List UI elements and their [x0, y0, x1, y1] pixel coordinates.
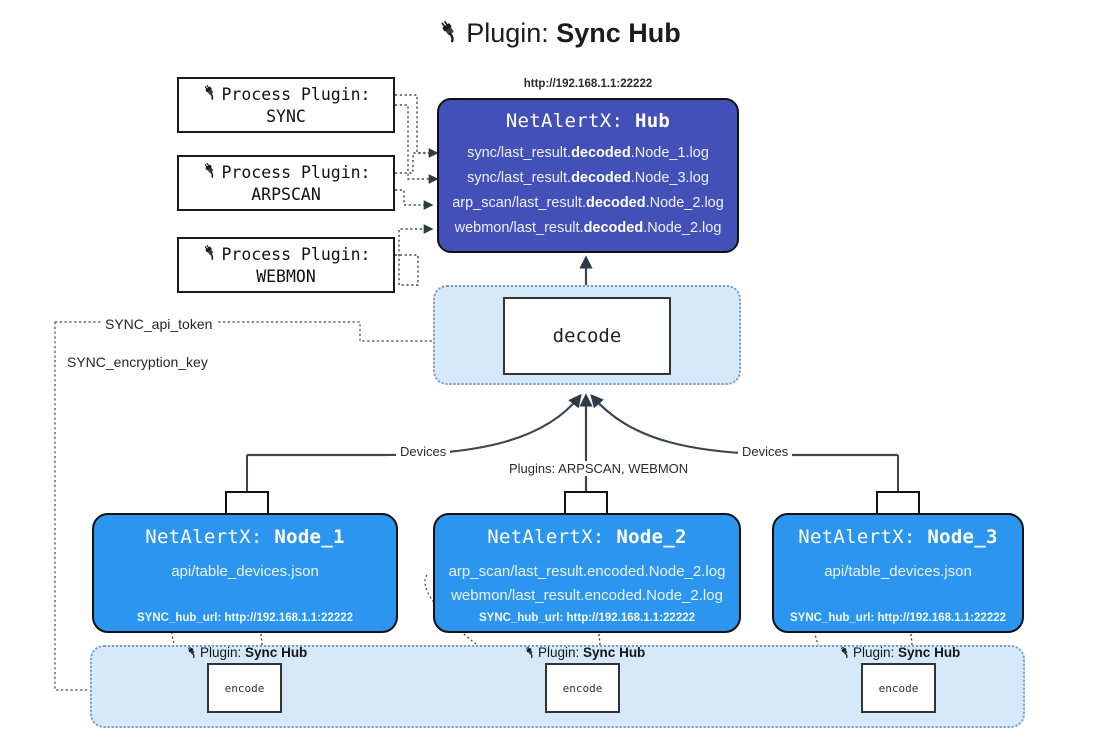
hub-log-line: webmon/last_result.decoded.Node_2.log — [455, 216, 722, 241]
node-title-name: Node_3 — [927, 526, 998, 548]
node-hub-url: SYNC_hub_url: http://192.168.1.1:22222 — [789, 612, 1007, 624]
process-plugin-name: WEBMON — [256, 266, 316, 286]
log-em: decoded — [585, 195, 646, 212]
log-pre: sync/last_result. — [467, 145, 572, 161]
sync-encryption-key-label: SYNC_encryption_key — [63, 354, 212, 370]
node-title: NetAlertX: Node_3 — [798, 526, 998, 548]
node-line: arp_scan/last_result.encoded.Node_2.log — [448, 563, 726, 580]
hub-title-prefix: NetAlertX: — [505, 110, 624, 132]
log-em: decoded — [571, 170, 631, 187]
encode-plugin-prefix: Plugin: — [538, 645, 580, 660]
title-prefix: Plugin: — [466, 18, 549, 48]
plug-icon — [838, 645, 852, 662]
process-plugin-name: ARPSCAN — [251, 184, 321, 204]
hub-title: NetAlertX: Hub — [506, 110, 670, 132]
log-pre: arp_scan/last_result. — [452, 195, 586, 212]
log-em: decoded — [583, 220, 644, 237]
process-plugin-label: Process Plugin: — [221, 244, 371, 264]
log-post: .Node_2.log — [645, 195, 724, 212]
node-lines: arp_scan/last_result.encoded.Node_2.log … — [449, 560, 726, 609]
log-pre: webmon/last_result. — [454, 220, 584, 237]
edge-label-devices-left: Devices — [396, 444, 451, 459]
encode-plugin-prefix: Plugin: — [853, 645, 895, 660]
encode-plugin-label: Plugin: Sync Hub — [185, 645, 307, 662]
hub-log-line: arp_scan/last_result.decoded.Node_2.log — [452, 191, 724, 216]
encode-plugin-prefix: Plugin: — [200, 645, 242, 660]
node-title-prefix: NetAlertX: — [145, 526, 263, 548]
encode-plugin-name: Sync Hub — [583, 645, 646, 660]
node-box-node-3[interactable]: NetAlertX: Node_3 api/table_devices.json… — [772, 513, 1024, 633]
log-post: .Node_1.log — [630, 145, 709, 161]
encode-plugin-label: Plugin: Sync Hub — [838, 645, 960, 662]
node-line: webmon/last_result.encoded.Node_2.log — [451, 587, 723, 605]
node-hub-url: SYNC_hub_url: http://192.168.1.1:22222 — [478, 612, 696, 624]
process-plugin-label: Process Plugin: — [221, 84, 371, 104]
node-title-prefix: NetAlertX: — [798, 526, 916, 548]
process-plugin-sync-box[interactable]: Process Plugin: SYNC — [177, 77, 395, 133]
node-lines: api/table_devices.json — [824, 560, 972, 584]
plug-icon — [185, 645, 199, 662]
plug-icon — [201, 83, 219, 106]
plug-icon — [201, 243, 219, 266]
plug-icon — [201, 161, 219, 184]
decode-box[interactable]: decode — [503, 297, 671, 375]
process-plugin-name: SYNC — [266, 106, 306, 126]
plug-icon — [436, 18, 462, 51]
log-em: decoded — [571, 145, 631, 161]
node-title-prefix: NetAlertX: — [487, 526, 605, 548]
node-title-name: Node_2 — [616, 526, 687, 548]
node-title: NetAlertX: Node_1 — [145, 526, 345, 548]
log-post: .Node_2.log — [643, 220, 722, 237]
node-box-node-2[interactable]: NetAlertX: Node_2 arp_scan/last_result.e… — [433, 513, 741, 633]
node-title: NetAlertX: Node_2 — [487, 526, 687, 548]
encode-box-node-2[interactable]: encode — [545, 663, 620, 713]
log-pre: sync/last_result. — [467, 170, 572, 187]
process-plugin-arpscan-box[interactable]: Process Plugin: ARPSCAN — [177, 155, 395, 211]
hub-log-line: sync/last_result.decoded.Node_1.log — [467, 141, 709, 166]
hub-title-name: Hub — [634, 110, 671, 132]
log-post: .Node_3.log — [630, 170, 709, 187]
node-box-node-1[interactable]: NetAlertX: Node_1 api/table_devices.json… — [92, 513, 398, 633]
hub-url-label: http://192.168.1.1:22222 — [523, 78, 653, 90]
edge-label-devices-right: Devices — [738, 444, 793, 459]
encode-box-node-1[interactable]: encode — [207, 663, 282, 713]
hub-node-box[interactable]: NetAlertX: Hub sync/last_result.decoded.… — [437, 98, 739, 253]
encode-plugin-label: Plugin: Sync Hub — [523, 645, 645, 662]
process-plugin-label: Process Plugin: — [221, 162, 371, 182]
sync-api-token-label: SYNC_api_token — [101, 316, 217, 332]
node-lines: api/table_devices.json — [171, 560, 319, 584]
node-line: api/table_devices.json — [171, 563, 319, 580]
edge-label-plugins: Plugins: ARPSCAN, WEBMON — [505, 461, 693, 476]
node-line: api/table_devices.json — [824, 563, 972, 580]
encode-plugin-name: Sync Hub — [245, 645, 308, 660]
encode-plugin-name: Sync Hub — [898, 645, 961, 660]
plug-icon — [523, 645, 537, 662]
page-title: Plugin: Sync Hub — [0, 18, 1117, 51]
process-plugin-webmon-box[interactable]: Process Plugin: WEBMON — [177, 237, 395, 293]
node-hub-url: SYNC_hub_url: http://192.168.1.1:22222 — [136, 612, 354, 624]
node-title-name: Node_1 — [274, 526, 345, 548]
encode-box-node-3[interactable]: encode — [861, 663, 936, 713]
hub-log-line: sync/last_result.decoded.Node_3.log — [467, 166, 709, 191]
title-name: Sync Hub — [556, 18, 681, 48]
